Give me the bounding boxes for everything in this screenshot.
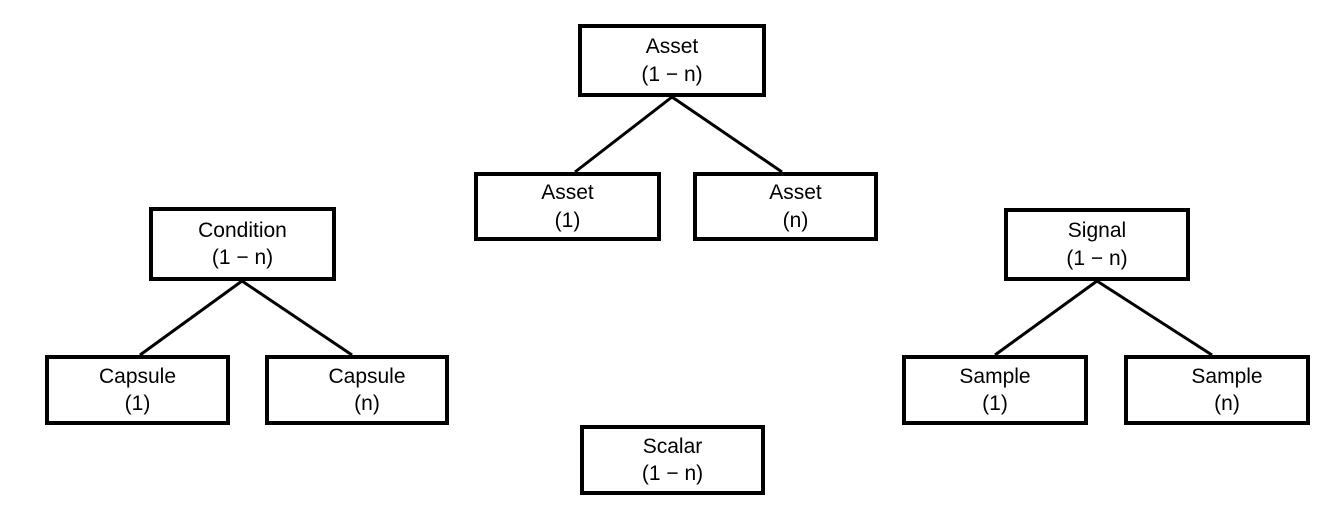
node-label: Asset — [645, 35, 699, 59]
connector-line — [671, 95, 783, 174]
node-cardinality: (n) — [354, 392, 380, 415]
node-label: Signal — [1067, 219, 1127, 243]
node-signal-parent[interactable]: Signal (1 − n) — [1004, 208, 1190, 281]
node-capsule-1[interactable]: Capsule (1) — [45, 355, 230, 425]
node-label: Capsule — [328, 364, 406, 388]
node-cardinality: (1 − n) — [641, 462, 704, 485]
node-sample-1[interactable]: Sample (1) — [902, 355, 1088, 425]
node-cardinality: (1 − n) — [211, 246, 274, 269]
node-cardinality: (1) — [554, 208, 581, 232]
node-cardinality: (n) — [782, 208, 809, 232]
node-cardinality: (1) — [982, 392, 1008, 415]
node-cardinality: (1) — [124, 392, 151, 415]
node-asset-1[interactable]: Asset (1) — [474, 172, 661, 241]
node-label: Scalar — [642, 434, 703, 458]
connector-line — [1096, 279, 1213, 357]
node-label: Capsule — [98, 364, 177, 388]
node-cardinality: (1 − n) — [641, 62, 703, 86]
connector-line — [139, 279, 243, 357]
node-condition-parent[interactable]: Condition (1 − n) — [149, 207, 336, 281]
connector-line — [574, 95, 673, 174]
node-asset-parent[interactable]: Asset (1 − n) — [578, 24, 766, 97]
node-cardinality: (n) — [1214, 392, 1240, 415]
node-capsule-n[interactable]: Capsule (n) — [265, 355, 449, 425]
node-label: Sample — [1191, 364, 1263, 388]
node-label: Asset — [541, 181, 594, 205]
node-label: Sample — [959, 364, 1031, 388]
node-sample-n[interactable]: Sample (n) — [1124, 355, 1310, 425]
node-label: Condition — [198, 218, 287, 242]
node-cardinality: (1 − n) — [1066, 246, 1128, 270]
connector-line — [241, 279, 353, 357]
node-label: Asset — [769, 181, 822, 205]
node-asset-n[interactable]: Asset (n) — [693, 172, 878, 241]
connector-line — [994, 279, 1098, 357]
node-scalar[interactable]: Scalar (1 − n) — [580, 425, 765, 495]
